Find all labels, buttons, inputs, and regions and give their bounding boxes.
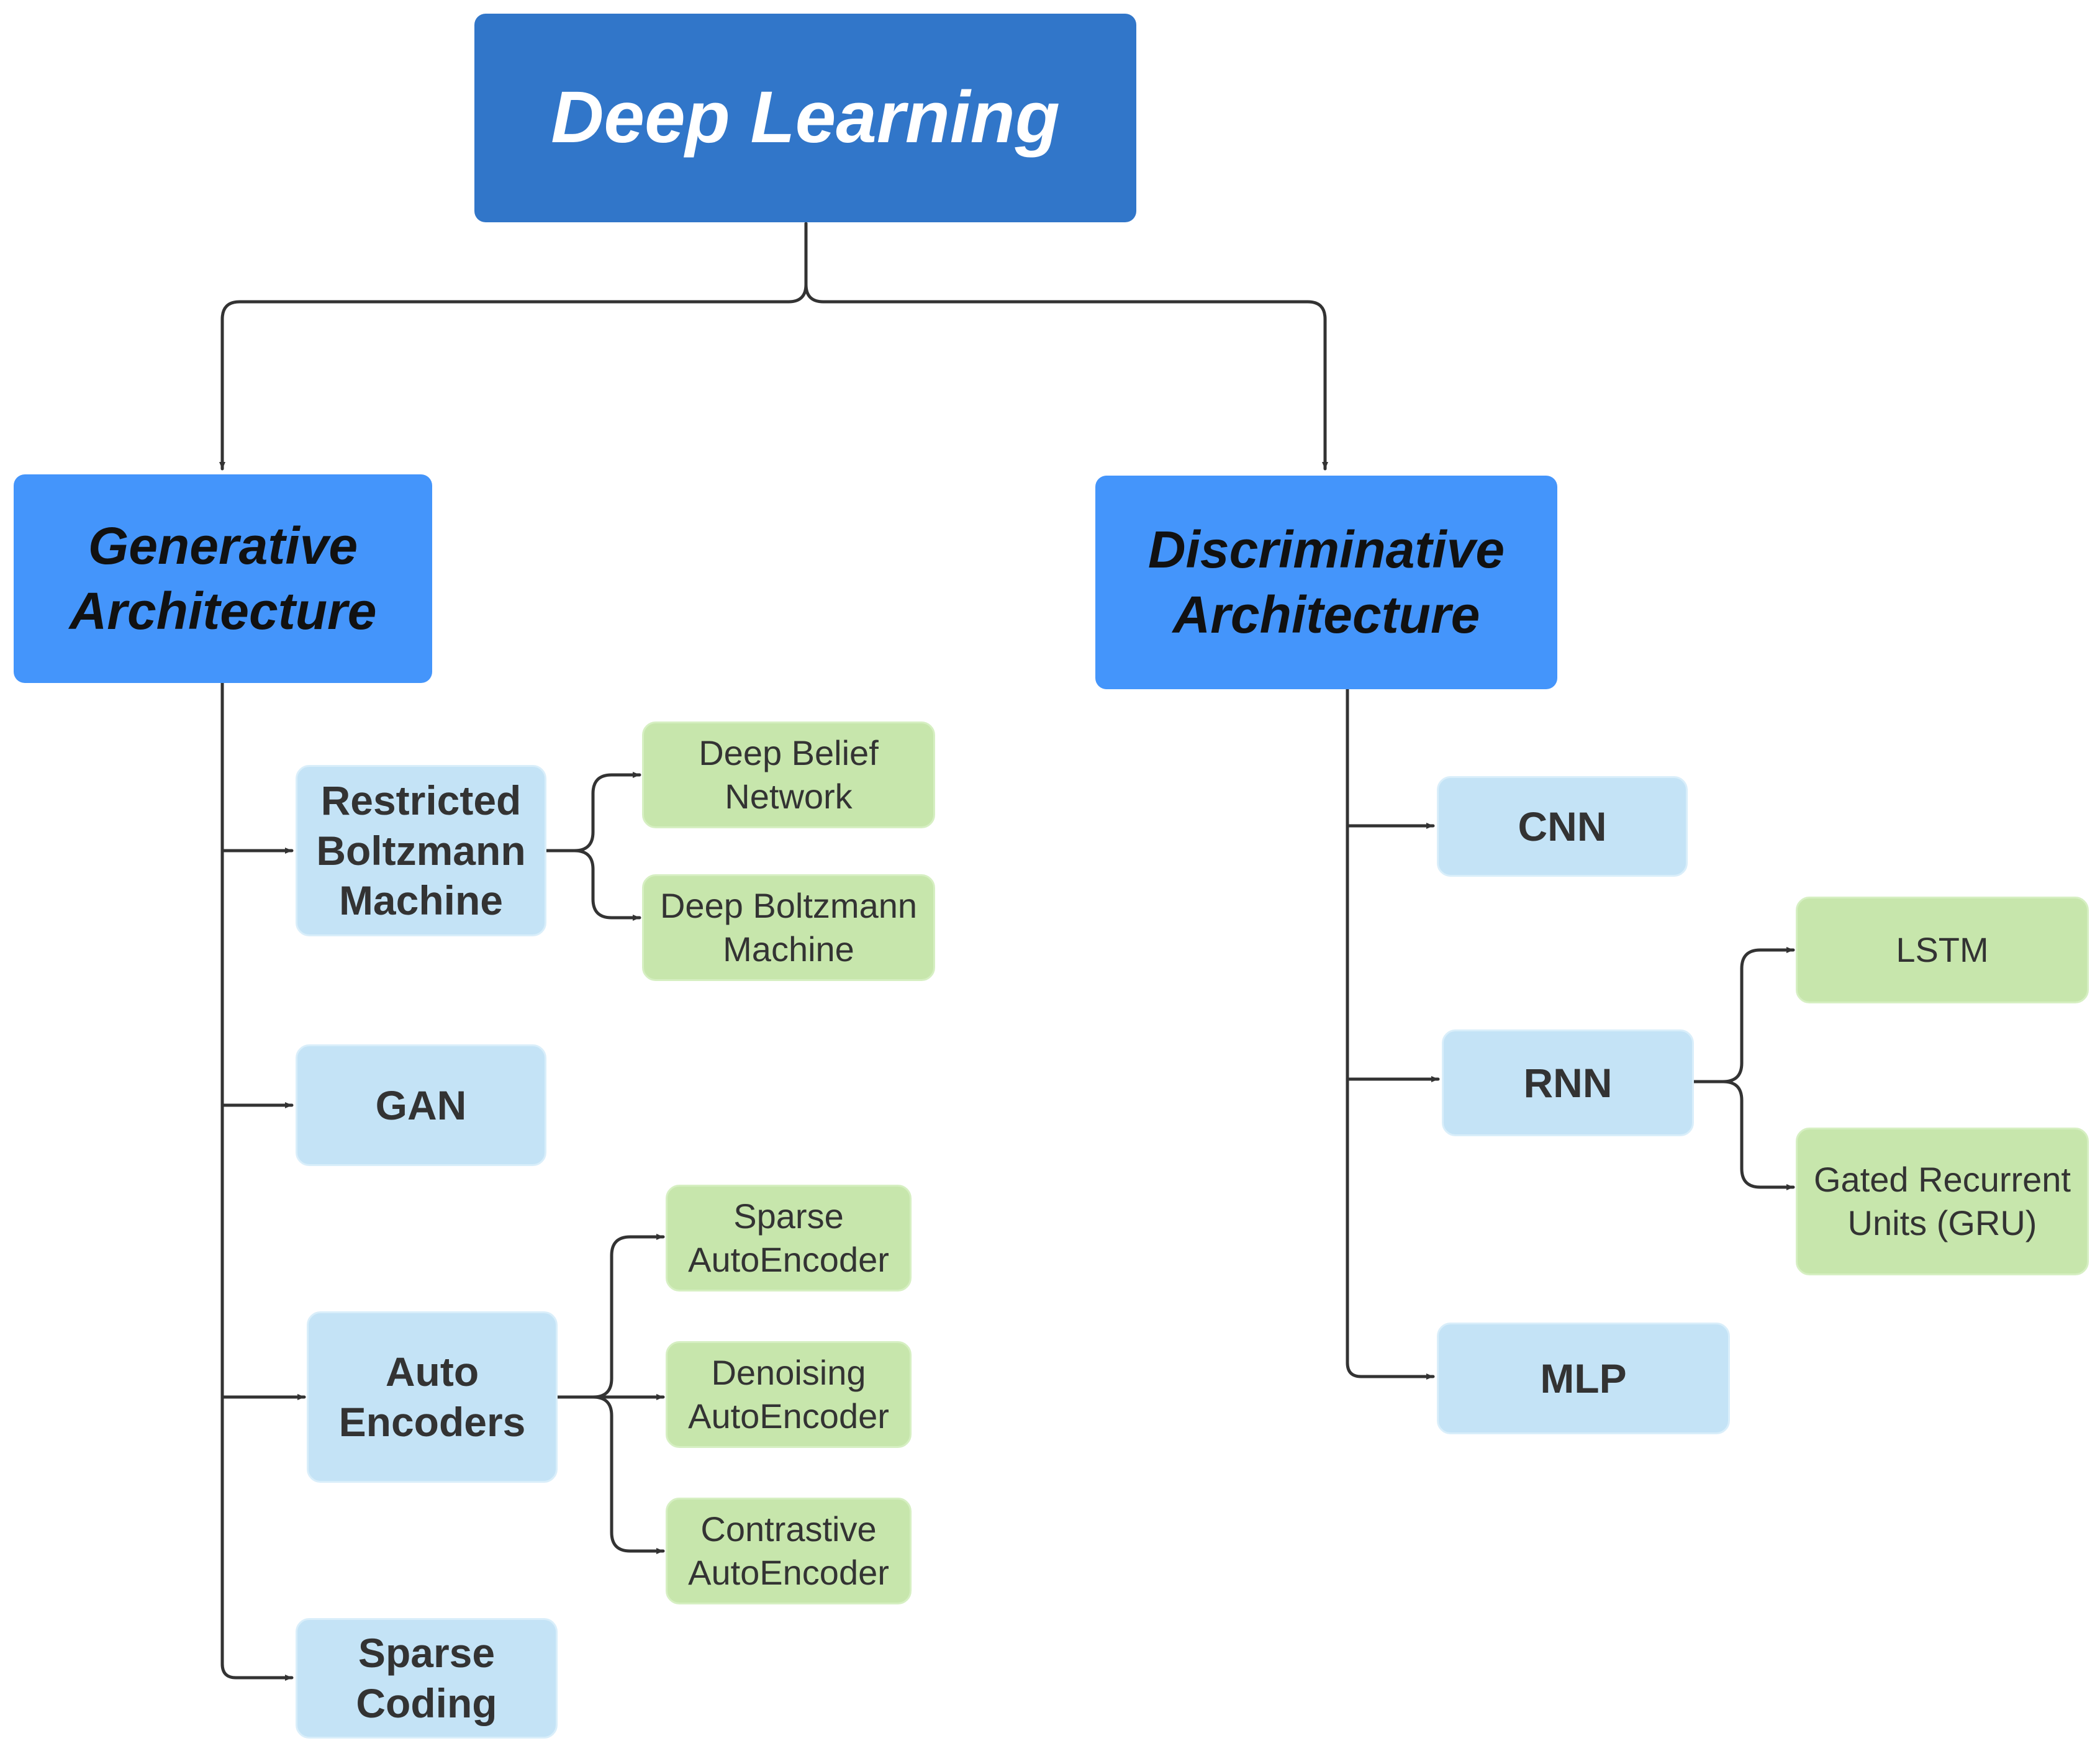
connector-root-to-generative [219, 222, 808, 471]
connector-generative-trunk [220, 681, 294, 1681]
variant-node-deep-belief-network: Deep Belief Network [642, 721, 935, 828]
root-label: Deep Learning [551, 76, 1060, 159]
generative-architecture-node: Generative Architecture [14, 474, 432, 683]
method-node-rbm: Restricted Boltzmann Machine [296, 765, 546, 936]
variant-node-contrastive-autoencoder: Contrastive AutoEncoder [666, 1498, 912, 1604]
variant-node-denoising-autoencoder: Denoising AutoEncoder [666, 1341, 912, 1448]
method-node-gan: GAN [296, 1044, 546, 1166]
connector-rnn-to-lstm [1692, 947, 1795, 1083]
method-node-mlp: MLP [1437, 1323, 1730, 1434]
variant-label-lstm: LSTM [1896, 930, 1989, 969]
method-label-rnn: RNN [1523, 1059, 1613, 1106]
variant-node-deep-boltzmann-machine: Deep Boltzmann Machine [642, 874, 935, 981]
method-label-sparse-coding: Sparse Coding [356, 1630, 497, 1726]
method-node-sparse-coding: Sparse Coding [296, 1618, 558, 1739]
discriminative-architecture-label: Discriminative Architecture [1147, 520, 1505, 644]
method-label-rbm: Restricted Boltzmann Machine [316, 777, 526, 924]
root-node-deep-learning: Deep Learning [474, 14, 1136, 222]
method-node-autoencoders: Auto Encoders [307, 1311, 558, 1483]
variant-label-sparse-autoencoder: Sparse AutoEncoder [688, 1196, 889, 1279]
method-node-cnn: CNN [1437, 776, 1688, 877]
method-label-cnn: CNN [1518, 803, 1607, 849]
method-node-rnn: RNN [1442, 1029, 1694, 1136]
connector-discriminative-trunk [1346, 687, 1435, 1380]
method-label-autoencoders: Auto Encoders [338, 1349, 526, 1445]
variant-label-gru: Gated Recurrent Units (GRU) [1814, 1160, 2071, 1242]
connector-root-to-discriminative [804, 222, 1328, 471]
variant-node-sparse-autoencoder: Sparse AutoEncoder [666, 1185, 912, 1291]
generative-architecture-label: Generative Architecture [69, 517, 377, 640]
variant-label-contrastive-autoencoder: Contrastive AutoEncoder [688, 1509, 889, 1592]
variant-node-lstm: LSTM [1796, 897, 2089, 1003]
variant-label-deep-boltzmann-machine: Deep Boltzmann Machine [659, 886, 917, 969]
connector-rbm-to-dbm [573, 849, 641, 921]
method-label-gan: GAN [375, 1082, 467, 1128]
connector-rnn-to-gru [1721, 1080, 1795, 1190]
variant-label-deep-belief-network: Deep Belief Network [699, 733, 879, 816]
variant-node-gru: Gated Recurrent Units (GRU) [1796, 1128, 2089, 1275]
connector-rbm-to-dbn [545, 772, 641, 853]
connector-ae-to-contrastive-ae [591, 1395, 665, 1554]
method-label-mlp: MLP [1540, 1355, 1627, 1401]
connector-ae-to-sparse-ae [556, 1234, 665, 1399]
discriminative-architecture-node: Discriminative Architecture [1095, 476, 1557, 689]
variant-label-denoising-autoencoder: Denoising AutoEncoder [688, 1353, 889, 1436]
